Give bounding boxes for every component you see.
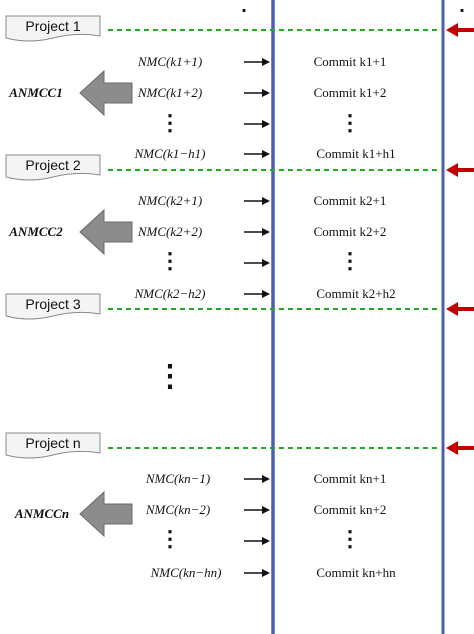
- right-arrow-icon: [244, 197, 270, 205]
- nmc-row: NMC(kn−hn) Commit kn+hn: [150, 565, 397, 580]
- red-arrow-icon: [446, 23, 474, 37]
- red-arrow-icon: [446, 163, 474, 177]
- nmc-row: NMC(k1+1) Commit k1+1: [137, 54, 387, 69]
- project-banner: [5, 432, 101, 459]
- commit-label: Commit k1+2: [314, 85, 387, 100]
- project-block-1: Project 1 NMC(k1+1) Commit k1+1 NMC(k1+2…: [5, 15, 474, 161]
- right-arrow-icon: [244, 569, 270, 577]
- top-dot-right: .: [459, 0, 465, 17]
- nmc-label: NMC(k1+1): [137, 54, 202, 69]
- right-arrow-icon: [244, 290, 270, 298]
- project-block-n: Project n NMC(kn−1) Commit kn+1 NMC(kn−2…: [5, 432, 474, 580]
- ellipsis-vertical: ⋮: [159, 110, 181, 135]
- nmc-label: NMC(k2+1): [137, 193, 202, 208]
- nmc-row: NMC(k2+2) Commit k2+2: [137, 224, 387, 239]
- ellipsis-vertical: ⋮: [339, 110, 361, 135]
- ellipsis-vertical: ⋮: [159, 526, 181, 551]
- nmc-label: NMC(k1+2): [137, 85, 202, 100]
- nmc-label: NMC(kn−2): [145, 502, 210, 517]
- project-label: Project 3: [25, 296, 80, 312]
- anmcc-label: ANMCC1: [8, 85, 62, 100]
- right-arrow-icon: [244, 506, 270, 514]
- nmc-label: NMC(kn−hn): [150, 565, 222, 580]
- commit-label: Commit kn+1: [314, 471, 387, 486]
- right-arrow-icon: [244, 537, 270, 545]
- project-label: Project 1: [25, 18, 80, 34]
- top-dot-main: .: [241, 0, 247, 17]
- nmc-row: NMC(kn−2) Commit kn+2: [145, 502, 387, 517]
- right-arrow-icon: [244, 58, 270, 66]
- ellipsis-vertical-gap: ⋮: [155, 360, 185, 393]
- commit-label: Commit kn+hn: [316, 565, 396, 580]
- commit-label: Commit k1+h1: [316, 146, 395, 161]
- nmc-row: NMC(kn−1) Commit kn+1: [145, 471, 387, 486]
- anmcc-left-arrow-icon: [79, 208, 133, 256]
- commit-label: Commit k1+1: [314, 54, 387, 69]
- anmcc-left-arrow-icon: [79, 490, 133, 538]
- red-arrow-icon: [446, 302, 474, 316]
- nmc-row: NMC(k1+2) Commit k1+2: [137, 85, 387, 100]
- nmc-row: ⋮ ⋮: [159, 248, 361, 273]
- commit-label: Commit k2+h2: [316, 286, 395, 301]
- commit-label: Commit k2+1: [314, 193, 387, 208]
- nmc-row: NMC(k1−h1) Commit k1+h1: [134, 146, 396, 161]
- anmcc-left-arrow-icon: [79, 69, 133, 117]
- right-arrow-icon: [244, 120, 270, 128]
- nmc-label: NMC(kn−1): [145, 471, 210, 486]
- right-arrow-icon: [244, 228, 270, 236]
- ellipsis-vertical: ⋮: [339, 248, 361, 273]
- project-label: Project 2: [25, 157, 80, 173]
- commit-label: Commit kn+2: [314, 502, 387, 517]
- ellipsis-vertical: ⋮: [159, 248, 181, 273]
- ellipsis-vertical: ⋮: [339, 526, 361, 551]
- nmc-label: NMC(k2+2): [137, 224, 202, 239]
- nmc-row: ⋮ ⋮: [159, 526, 361, 551]
- project-banner: [5, 154, 101, 181]
- nmc-row: NMC(k2−h2) Commit k2+h2: [134, 286, 396, 301]
- anmcc-label: ANMCC2: [8, 224, 63, 239]
- commit-label: Commit k2+2: [314, 224, 387, 239]
- anmcc-label: ANMCCn: [14, 506, 69, 521]
- right-arrow-icon: [244, 475, 270, 483]
- project-label: Project n: [25, 435, 80, 451]
- right-arrow-icon: [244, 150, 270, 158]
- project-block-2: Project 2 NMC(k2+1) Commit k2+1 NMC(k2+2…: [5, 154, 474, 301]
- project-block-3: Project 3: [5, 293, 474, 320]
- right-arrow-icon: [244, 259, 270, 267]
- red-arrow-icon: [446, 441, 474, 455]
- nmc-label: NMC(k2−h2): [134, 286, 206, 301]
- nmc-row: ⋮ ⋮: [159, 110, 361, 135]
- right-arrow-icon: [244, 89, 270, 97]
- nmc-row: NMC(k2+1) Commit k2+1: [137, 193, 387, 208]
- project-banner: [5, 293, 101, 320]
- project-banner: [5, 15, 101, 42]
- nmc-label: NMC(k1−h1): [134, 146, 206, 161]
